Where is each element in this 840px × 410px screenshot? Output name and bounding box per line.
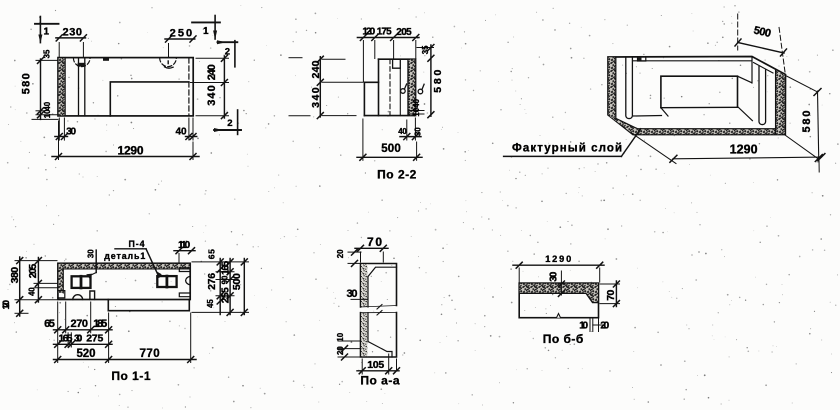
svg-text:205: 205	[396, 27, 412, 38]
svg-text:10: 10	[579, 320, 588, 331]
svg-text:40: 40	[398, 127, 407, 136]
svg-text:20: 20	[336, 249, 345, 258]
svg-text:90: 90	[221, 275, 230, 284]
svg-text:185: 185	[93, 318, 107, 330]
svg-text:65: 65	[206, 249, 216, 259]
svg-text:2: 2	[227, 118, 232, 129]
svg-text:Фактурный слой: Фактурный слой	[512, 143, 623, 155]
svg-text:По 2-2: По 2-2	[377, 167, 417, 181]
svg-text:По 1-1: По 1-1	[111, 369, 151, 383]
svg-text:По а-а: По а-а	[360, 374, 400, 388]
svg-text:20: 20	[336, 346, 345, 355]
svg-text:2: 2	[225, 46, 230, 57]
svg-text:30: 30	[347, 288, 358, 300]
svg-text:1290: 1290	[545, 254, 571, 264]
svg-text:30: 30	[74, 333, 83, 345]
svg-text:10: 10	[412, 107, 421, 116]
svg-text:580: 580	[432, 70, 444, 93]
svg-text:40: 40	[412, 98, 421, 107]
svg-text:П-4: П-4	[129, 239, 145, 249]
svg-text:1290: 1290	[730, 142, 758, 156]
svg-text:40: 40	[43, 101, 52, 110]
svg-text:1290: 1290	[118, 144, 144, 158]
svg-text:240: 240	[206, 64, 218, 80]
svg-text:380: 380	[9, 267, 21, 284]
svg-text:10: 10	[336, 332, 345, 341]
svg-text:770: 770	[140, 348, 160, 360]
svg-text:30: 30	[413, 127, 422, 136]
svg-text:30: 30	[86, 249, 95, 258]
svg-text:110: 110	[178, 240, 191, 251]
svg-text:520: 520	[77, 348, 96, 360]
svg-text:40: 40	[28, 287, 37, 296]
svg-text:255: 255	[221, 287, 232, 303]
svg-text:35: 35	[421, 45, 430, 54]
svg-text:деталь1: деталь1	[104, 251, 145, 261]
svg-text:70: 70	[367, 235, 382, 249]
svg-text:40: 40	[176, 127, 187, 138]
svg-text:70: 70	[605, 290, 617, 301]
svg-text:205: 205	[28, 263, 39, 278]
svg-text:580: 580	[801, 111, 813, 133]
svg-text:45: 45	[206, 299, 215, 308]
svg-text:500: 500	[231, 273, 243, 290]
svg-text:20: 20	[600, 320, 609, 331]
svg-text:30: 30	[66, 126, 76, 137]
svg-text:1: 1	[203, 26, 209, 37]
svg-text:35: 35	[43, 49, 52, 58]
svg-text:10: 10	[43, 109, 52, 118]
svg-text:1: 1	[44, 26, 50, 37]
svg-text:65: 65	[44, 318, 55, 330]
svg-text:500: 500	[381, 143, 401, 155]
svg-text:340: 340	[310, 87, 322, 108]
svg-text:270: 270	[71, 318, 89, 330]
svg-text:По б-б: По б-б	[543, 332, 584, 346]
svg-text:275: 275	[86, 332, 103, 344]
svg-text:165: 165	[221, 260, 232, 274]
svg-text:105: 105	[367, 359, 384, 371]
svg-text:240: 240	[310, 60, 322, 78]
svg-text:165: 165	[59, 332, 73, 344]
svg-text:250: 250	[170, 28, 193, 40]
svg-text:276: 276	[206, 273, 218, 290]
svg-text:120: 120	[362, 26, 375, 37]
svg-text:500: 500	[752, 24, 772, 40]
svg-text:340: 340	[206, 85, 218, 106]
svg-text:120: 120	[1, 300, 11, 310]
svg-text:580: 580	[21, 73, 33, 94]
svg-text:30: 30	[549, 271, 560, 281]
svg-text:175: 175	[377, 26, 392, 37]
svg-text:230: 230	[63, 27, 83, 39]
